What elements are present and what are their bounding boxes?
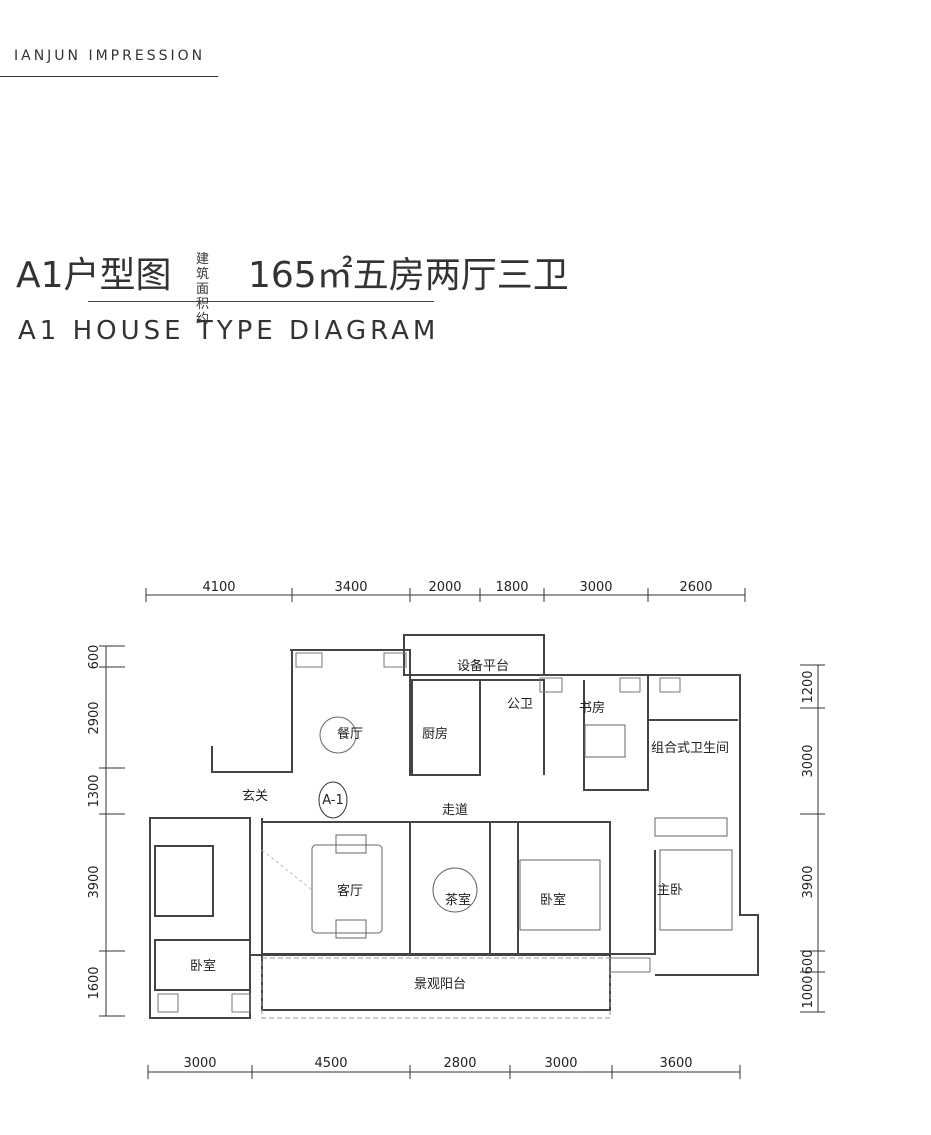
dim-left-2: 2900 [87, 701, 102, 734]
dimension-right: 1200 3000 3900 600 1000 [800, 664, 825, 1013]
windows [157, 652, 681, 1013]
dim-right-2: 3000 [801, 744, 816, 777]
dim-top-5: 3000 [579, 580, 612, 595]
area-layout-text: 165㎡五房两厅三卫 [248, 255, 569, 296]
room-equipment-platform: 设备平台 [457, 658, 509, 674]
dim-left-4: 3900 [87, 865, 102, 898]
dim-bottom-1: 3000 [183, 1056, 216, 1071]
dimension-top: 4100 3400 2000 1800 3000 2600 [145, 580, 746, 602]
dim-right-1: 1200 [801, 670, 816, 703]
furniture [311, 716, 733, 939]
dim-top-4: 1800 [495, 580, 528, 595]
dim-top-2: 3400 [334, 580, 367, 595]
room-tea-room: 茶室 [445, 892, 471, 908]
room-marker-label: A-1 [322, 793, 344, 808]
dim-left-3: 1300 [87, 774, 102, 807]
dim-right-4: 600 [801, 950, 816, 975]
title-rule [88, 301, 434, 302]
brand-text: IANJUN IMPRESSION [14, 48, 206, 64]
room-marker: A-1 [318, 781, 348, 819]
room-kitchen: 厨房 [422, 726, 448, 742]
room-foyer: 玄关 [242, 789, 268, 804]
page-subtitle: A1 HOUSE TYPE DIAGRAM [18, 316, 440, 346]
area-note-line2: 面积约 [196, 282, 210, 327]
room-study: 书房 [579, 700, 605, 716]
room-labels: 设备平台 餐厅 厨房 公卫 书房 组合式卫生间 玄关 走道 A-1 客厅 茶室 … [190, 658, 729, 992]
dim-right-3: 3900 [801, 865, 816, 898]
area-note: 建筑 面积约 [196, 252, 209, 327]
room-public-bath: 公卫 [507, 697, 533, 712]
room-balcony: 景观阳台 [414, 977, 466, 992]
room-living: 客厅 [337, 883, 363, 899]
dim-left-1: 600 [87, 645, 102, 670]
room-bedroom-left: 卧室 [190, 958, 216, 974]
dim-bottom-5: 3600 [659, 1056, 692, 1071]
dim-bottom-4: 3000 [544, 1056, 577, 1071]
room-bedroom-mid: 卧室 [540, 892, 566, 908]
dim-bottom-2: 4500 [314, 1056, 347, 1071]
room-marker-ring [318, 781, 348, 819]
page-title: A1户型图 [16, 255, 172, 296]
room-combo-bath: 组合式卫生间 [651, 741, 729, 756]
floor-plan: 4100 3400 2000 1800 3000 2600 3000 4500 … [87, 580, 825, 1079]
dim-top-6: 2600 [679, 580, 712, 595]
foyer-guide [261, 849, 313, 891]
brand-rule [0, 76, 218, 77]
dim-bottom-3: 2800 [443, 1056, 476, 1071]
dimension-bottom: 3000 4500 2800 3000 3600 [147, 1056, 741, 1079]
dim-left-5: 1600 [87, 966, 102, 999]
room-master-bedroom: 主卧 [657, 883, 683, 898]
balcony-outline [261, 957, 611, 1019]
dim-top-1: 4100 [202, 580, 235, 595]
dimension-left: 600 2900 1300 3900 1600 [87, 645, 125, 1017]
dim-top-3: 2000 [428, 580, 461, 595]
room-corridor: 走道 [442, 803, 468, 818]
room-dining: 餐厅 [337, 726, 363, 742]
dim-right-5: 1000 [801, 975, 816, 1008]
walls [149, 634, 759, 1019]
area-note-line1: 建筑 [196, 252, 210, 282]
